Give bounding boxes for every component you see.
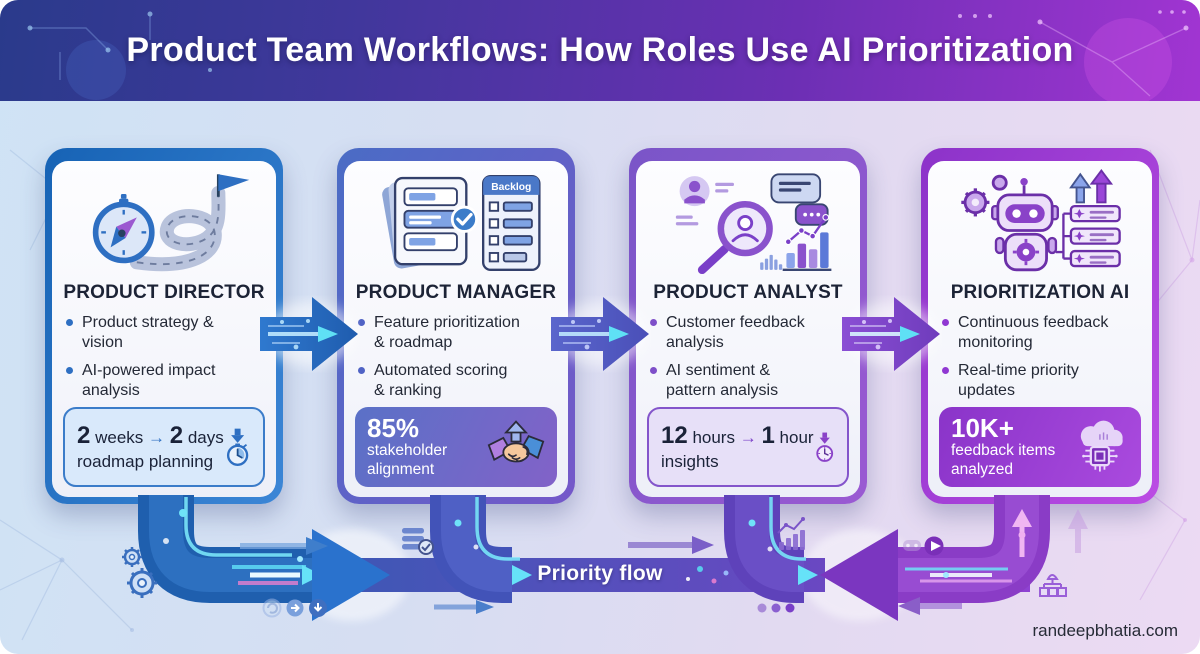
card-title: PRODUCT DIRECTOR: [63, 282, 265, 303]
bullet-item: Feature prioritization& roadmap: [358, 313, 554, 352]
card-product-manager: Backlog PRODUCT MANAGER Feature prioriti…: [337, 148, 575, 504]
priority-flow-diagram: [122, 495, 1088, 621]
card-title: PRIORITIZATION AI: [950, 282, 1130, 303]
documents-backlog-icon: Backlog: [355, 167, 557, 279]
flow-arrow-manager-to-analyst: [551, 297, 649, 371]
org-chart-icon: [1039, 574, 1067, 597]
stat-headline: 2 weeks → 2 days: [77, 422, 224, 449]
card-title: PRODUCT MANAGER: [355, 282, 557, 303]
data-stack-icon: [402, 528, 434, 555]
play-button-icon: [924, 536, 944, 556]
streak-arrow-right: [240, 537, 328, 555]
arrow-glyph: →: [148, 428, 166, 447]
bullet-list: Feature prioritization& roadmap Automate…: [355, 313, 557, 400]
watermark-url: randeepbhatia.com: [1032, 621, 1178, 640]
stat-box: 12 hours → 1 hour insights: [647, 407, 849, 487]
gamepad-icon: [903, 540, 921, 551]
priority-flow-label: Priority flow: [537, 562, 663, 585]
priority-flow-arrowhead-right: [312, 529, 390, 621]
flow-arrow-analyst-to-ai: [842, 297, 940, 371]
ai-return-arrowhead-left: [820, 529, 898, 621]
circle-refresh-icon: [262, 598, 282, 618]
gear-icon: [127, 568, 157, 598]
stat-headline: 12 hours → 1 hour: [661, 422, 814, 449]
bar-chart-icon: [777, 517, 805, 550]
stat-subline: roadmap planning: [77, 452, 214, 471]
stat-value: 10K+: [951, 413, 1014, 444]
stat-box: 2 weeks → 2 days roadmap planning: [63, 407, 265, 487]
pipe-from-ai: [892, 495, 1050, 603]
circle-down-arrow-icon: [309, 599, 327, 617]
streak-arrow-left-purple: [898, 597, 962, 615]
magnifier-feedback-icon: [647, 167, 849, 279]
stat-box: 10K+ feedback items analyzed: [939, 407, 1141, 487]
backlog-label: Backlog: [491, 182, 531, 193]
cloud-chip-icon: [1080, 420, 1123, 472]
dots-trio: [757, 603, 795, 613]
stopwatch-down-icon: [226, 428, 249, 466]
streak-arrow-right-purple: [628, 536, 714, 554]
bullet-item: Automated scoring& ranking: [358, 361, 554, 400]
gear-icon: [122, 547, 142, 567]
bullet-dot: [942, 319, 949, 326]
pipe-from-manager: [430, 495, 532, 603]
ghost-up-arrow: [1068, 509, 1088, 553]
bullet-dot: [650, 319, 657, 326]
pipe-from-analyst: [724, 495, 818, 603]
handshake-up-icon: [487, 420, 545, 463]
arrow-glyph: →: [739, 428, 757, 447]
bullet-item: AI sentiment &pattern analysis: [650, 361, 846, 400]
bullet-dot: [942, 367, 949, 375]
card-title: PRODUCT ANALYST: [653, 282, 843, 303]
bullet-list: Product strategy &vision AI-powered impa…: [63, 313, 265, 400]
bullet-dot: [358, 367, 365, 375]
stat-value: 85%: [367, 413, 420, 444]
bullet-dot: [66, 319, 73, 326]
streak-arrow-right-small: [434, 600, 494, 614]
stat-box: 85% stakeholder alignment: [355, 407, 557, 487]
bullet-dot: [650, 367, 657, 375]
band-sparkle-dots: [686, 566, 729, 584]
bullet-item: Product strategy &vision: [66, 313, 262, 352]
card-product-director: PRODUCT DIRECTOR Product strategy &visio…: [45, 148, 283, 504]
bullet-dot: [66, 367, 73, 375]
page-title: Product Team Workflows: How Roles Use AI…: [126, 31, 1074, 69]
robot-ai-icon: [939, 167, 1141, 279]
bullet-dot: [358, 319, 365, 326]
compass-roadmap-icon: [63, 167, 265, 279]
clock-down-icon: [815, 432, 833, 462]
stat-subline: insights: [661, 452, 719, 471]
header: Product Team Workflows: How Roles Use AI…: [0, 0, 1200, 101]
circle-right-arrow-icon: [286, 599, 304, 617]
flow-arrow-director-to-manager: [260, 297, 358, 371]
